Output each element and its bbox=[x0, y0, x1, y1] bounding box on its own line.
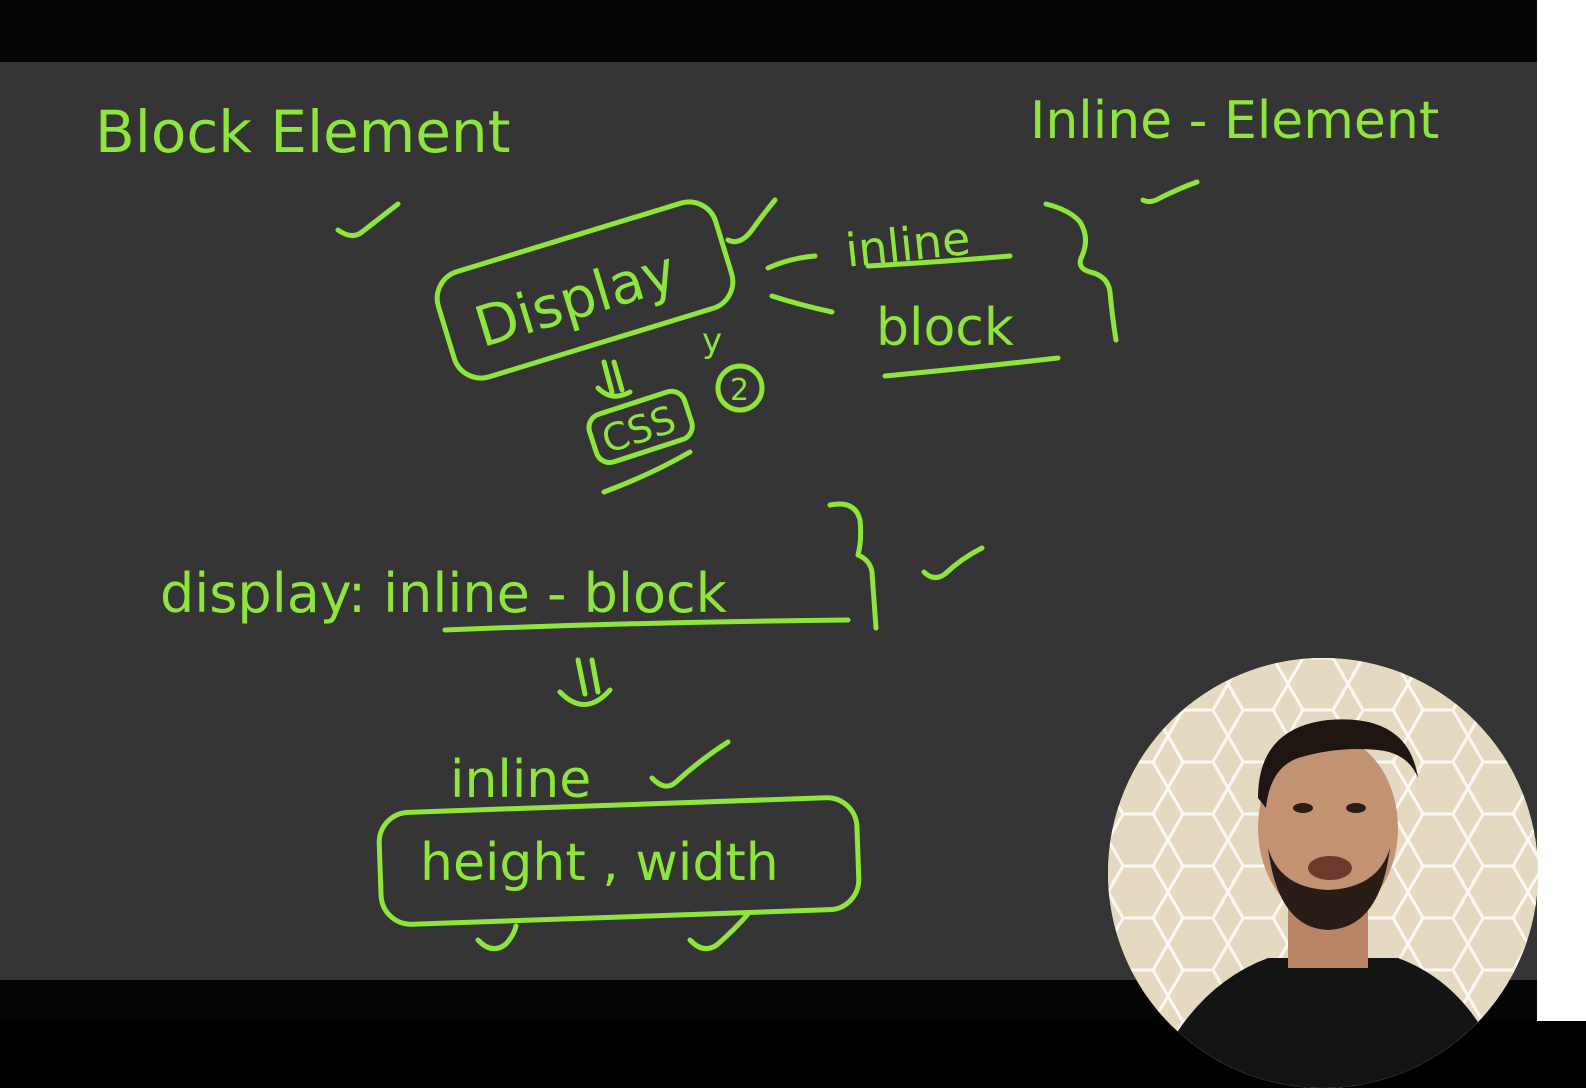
brace-right bbox=[1043, 201, 1119, 343]
y-mark: y bbox=[702, 321, 722, 361]
presenter-image bbox=[1108, 658, 1538, 1088]
css-box-outline bbox=[586, 388, 695, 465]
props-box-outline bbox=[376, 795, 862, 927]
heading-block-element: Block Element bbox=[95, 98, 510, 166]
right-edge-strip bbox=[1537, 0, 1586, 1021]
arrow-to-block bbox=[769, 293, 835, 315]
css-box: CSS bbox=[586, 388, 695, 465]
props-text: height , width bbox=[420, 833, 779, 893]
declaration-underline bbox=[442, 617, 851, 633]
top-letterbox bbox=[0, 0, 1586, 62]
checkmark-icon bbox=[1140, 179, 1200, 205]
declaration-text: display: inline - block bbox=[160, 562, 728, 625]
result-inline: inline bbox=[450, 750, 591, 810]
checkmark-icon bbox=[725, 197, 778, 245]
block-underline bbox=[882, 355, 1061, 379]
checkmark-icon bbox=[687, 911, 751, 952]
display-box: Display bbox=[434, 199, 736, 381]
down-arrow-icon bbox=[595, 359, 633, 399]
inline-underline bbox=[865, 253, 1013, 269]
circled-number: 2 bbox=[730, 373, 749, 408]
circled-number-outline bbox=[715, 363, 765, 413]
option-block: block bbox=[876, 298, 1014, 358]
presenter-webcam bbox=[1108, 658, 1538, 1088]
arrow-to-inline bbox=[765, 253, 818, 271]
css-underline bbox=[601, 449, 693, 495]
brace-declaration bbox=[827, 501, 879, 631]
checkmark-icon bbox=[649, 739, 731, 789]
checkmark-icon bbox=[475, 923, 519, 952]
checkmark-icon bbox=[335, 201, 401, 238]
heading-inline-element: Inline - Element bbox=[1030, 91, 1439, 151]
display-box-outline bbox=[434, 199, 736, 381]
handwritten-notes: Block Element Inline - Element Display i… bbox=[95, 91, 1439, 952]
option-inline: inline bbox=[843, 211, 973, 278]
css-label: CSS bbox=[596, 397, 681, 462]
checkmark-icon bbox=[921, 545, 985, 580]
down-arrow-icon bbox=[557, 657, 613, 707]
